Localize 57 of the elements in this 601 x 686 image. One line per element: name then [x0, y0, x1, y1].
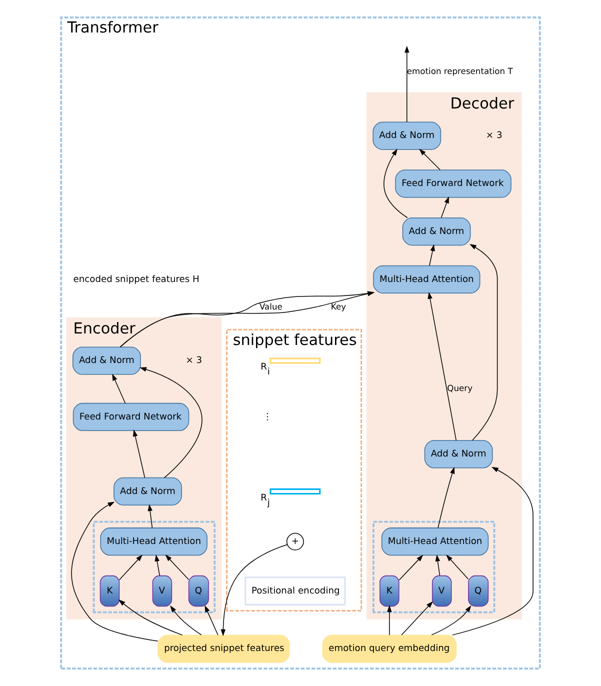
node-bar [270, 358, 321, 364]
arrow [469, 244, 498, 441]
node-box: Add & Norm [372, 122, 442, 150]
arrow [148, 504, 153, 528]
arrow [132, 430, 146, 478]
arrow [165, 554, 190, 580]
arrow [140, 367, 202, 478]
node-box: Multi-Head Attention [373, 265, 480, 294]
arrow [431, 605, 472, 636]
edge-label: emotion representation T [406, 66, 513, 76]
node-box: Positional encoding [244, 576, 346, 606]
label: ⋮ [262, 412, 272, 422]
arrow [71, 502, 158, 642]
node-box: projected snippet features [158, 634, 290, 663]
arrow [428, 292, 457, 441]
node-box: K [380, 575, 400, 607]
arrow [118, 554, 143, 580]
arrow [440, 196, 449, 218]
arrow [220, 544, 288, 636]
node-box: Multi-Head Attention [100, 528, 208, 556]
edge-label: Value [259, 302, 282, 312]
arrow [204, 605, 218, 636]
node-box: emotion query embedding [322, 634, 457, 663]
arrow [384, 148, 408, 218]
node-label: × 3 [186, 356, 202, 366]
arrow [154, 554, 160, 576]
node-circle: + [286, 532, 304, 550]
arrow [452, 466, 534, 636]
node-box: Add & Norm [402, 218, 471, 246]
edge-label: Key [330, 302, 346, 312]
node-bar [270, 488, 321, 494]
arrow [401, 601, 433, 636]
arrow [438, 466, 455, 528]
node-box: Feed Forward Network [72, 402, 190, 432]
node-box: Q [468, 575, 489, 607]
node-box: Add & Norm [114, 477, 182, 506]
label: encoded snippet features H [73, 274, 200, 285]
arrow [404, 46, 410, 122]
node-box: Feed Forward Network [395, 170, 512, 198]
node-box: V [432, 575, 452, 607]
node-box: Multi-Head Attention [381, 528, 489, 556]
node-box: K [100, 575, 120, 607]
node-box: V [152, 575, 172, 607]
arrow [170, 605, 202, 636]
arrow [446, 554, 469, 580]
arrow [435, 554, 440, 576]
arrow [112, 374, 126, 404]
node-box: Add & Norm [72, 346, 141, 375]
arrow [118, 600, 183, 636]
edge-label: Query [447, 383, 473, 393]
arrow [387, 605, 392, 636]
node-label: × 3 [486, 131, 502, 142]
node-box: Q [188, 575, 209, 607]
arrow [398, 554, 424, 580]
node-box: Add & Norm [424, 440, 493, 468]
arrow [429, 244, 435, 266]
arrow [419, 148, 440, 170]
